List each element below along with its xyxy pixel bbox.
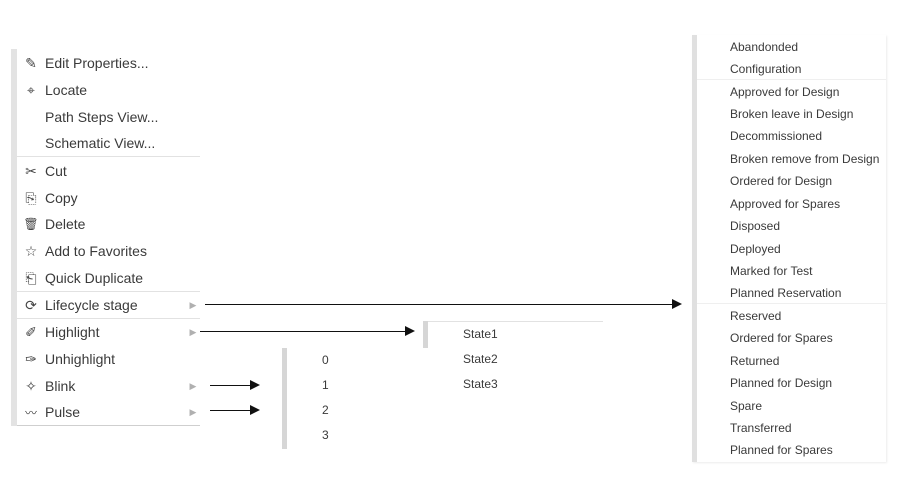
lifecycle-option[interactable]: Abandonded <box>730 40 799 54</box>
lifecycle-option[interactable]: Approved for Spares <box>730 197 841 211</box>
lifecycle-connector-arrow <box>205 299 682 309</box>
cycle-icon: ⟳ <box>25 296 37 313</box>
menu-item-quick-duplicate[interactable]: ⎗ Quick Duplicate <box>17 265 200 291</box>
trash-icon: 🗑 <box>23 217 39 231</box>
chevron-right-icon: ▶ <box>189 326 197 337</box>
menu-item-blink[interactable]: ✧ Blink ▶ <box>17 373 200 399</box>
chevron-right-icon: ▶ <box>189 406 197 417</box>
highlight-option-state3[interactable]: State3 <box>463 377 498 391</box>
pulse-connector-arrow <box>210 405 260 415</box>
highlighter-icon: ✐ <box>25 323 37 340</box>
menu-item-label: Locate <box>45 82 88 98</box>
lifecycle-option[interactable]: Disposed <box>730 219 781 233</box>
number-option-2[interactable]: 2 <box>322 403 329 417</box>
number-option-3[interactable]: 3 <box>322 428 329 442</box>
menu-item-locate[interactable]: ⌖ Locate <box>17 77 200 103</box>
menu-item-label: Lifecycle stage <box>45 297 138 313</box>
menu-item-label: Cut <box>45 163 67 179</box>
number-option-0[interactable]: 0 <box>322 353 329 367</box>
lifecycle-option[interactable]: Planned for Spares <box>730 443 833 457</box>
menu-separator <box>17 156 200 157</box>
menu-item-delete[interactable]: 🗑 Delete <box>17 211 200 237</box>
menu-item-label: Quick Duplicate <box>45 270 144 286</box>
context-menu: ✎ Edit Properties... ⌖ Locate Path Steps… <box>11 49 200 426</box>
submenu-edge <box>282 348 287 449</box>
number-option-1[interactable]: 1 <box>322 378 329 392</box>
highlight-submenu: State1 State2 State3 <box>423 321 603 396</box>
menu-item-copy[interactable]: ⎘ Copy <box>17 185 200 211</box>
lifecycle-option[interactable]: Ordered for Design <box>730 174 833 188</box>
menu-item-edit-properties[interactable]: ✎ Edit Properties... <box>17 50 200 76</box>
lifecycle-option[interactable]: Marked for Test <box>730 264 813 278</box>
menu-bottom-border <box>17 425 200 426</box>
menu-item-path-steps-view[interactable]: Path Steps View... <box>17 104 200 130</box>
pulse-icon: 〰 <box>24 405 37 420</box>
menu-separator <box>17 318 200 319</box>
lifecycle-option[interactable]: Broken leave in Design <box>730 107 854 121</box>
menu-item-label: Schematic View... <box>45 135 156 151</box>
menu-item-pulse[interactable]: 〰 Pulse ▶ <box>17 399 200 425</box>
menu-item-label: Copy <box>45 190 78 206</box>
lifecycle-option[interactable]: Deployed <box>730 242 781 256</box>
highlight-connector-arrow <box>200 326 415 336</box>
lifecycle-option[interactable]: Transferred <box>730 421 792 435</box>
menu-item-label: Delete <box>45 216 86 232</box>
lifecycle-submenu: Abandonded Configuration Approved for De… <box>692 35 886 462</box>
submenu-top-border <box>428 321 603 322</box>
highlight-option-state2[interactable]: State2 <box>463 352 498 366</box>
menu-item-cut[interactable]: ✂ Cut <box>17 158 200 184</box>
menu-item-label: Pulse <box>45 404 81 420</box>
blink-connector-arrow <box>210 380 260 390</box>
menu-item-highlight[interactable]: ✐ Highlight ▶ <box>17 319 200 345</box>
scissors-icon: ✂ <box>25 162 37 179</box>
menu-item-label: Add to Favorites <box>45 243 147 259</box>
chevron-right-icon: ▶ <box>189 299 197 310</box>
chevron-right-icon: ▶ <box>189 380 197 391</box>
lifecycle-option[interactable]: Configuration <box>697 58 886 80</box>
menu-item-add-to-favorites[interactable]: ☆ Add to Favorites <box>17 238 200 264</box>
menu-item-label: Blink <box>45 378 76 394</box>
menu-item-label: Highlight <box>45 324 100 340</box>
submenu-edge <box>423 321 428 348</box>
menu-separator <box>17 291 200 292</box>
menu-item-lifecycle-stage[interactable]: ⟳ Lifecycle stage ▶ <box>17 292 200 318</box>
pencil-icon: ✎ <box>25 54 37 71</box>
copy-icon: ⎘ <box>25 189 37 206</box>
unhighlight-icon: ✑ <box>25 350 37 367</box>
lifecycle-option[interactable]: Decommissioned <box>730 129 823 143</box>
lifecycle-option[interactable]: Spare <box>730 399 763 413</box>
menu-item-label: Path Steps View... <box>45 109 159 125</box>
lifecycle-option[interactable]: Broken remove from Design <box>730 152 880 166</box>
menu-item-unhighlight[interactable]: ✑ Unhighlight <box>17 346 200 372</box>
menu-item-schematic-view[interactable]: Schematic View... <box>17 130 200 156</box>
lifecycle-option[interactable]: Planned for Design <box>730 376 833 390</box>
sparkle-icon: ✧ <box>25 377 37 394</box>
highlight-option-state1[interactable]: State1 <box>463 327 498 341</box>
lifecycle-option[interactable]: Ordered for Spares <box>730 331 833 345</box>
duplicate-icon: ⎗ <box>25 269 37 286</box>
crosshair-icon: ⌖ <box>27 81 35 98</box>
number-submenu: 0 1 2 3 <box>282 348 352 449</box>
star-icon: ☆ <box>24 242 38 259</box>
menu-item-label: Edit Properties... <box>45 55 149 71</box>
lifecycle-option[interactable]: Reserved <box>730 309 782 323</box>
lifecycle-option[interactable]: Approved for Design <box>730 85 840 99</box>
menu-item-label: Unhighlight <box>45 351 116 367</box>
lifecycle-option[interactable]: Returned <box>730 354 780 368</box>
lifecycle-option[interactable]: Planned Reservation <box>697 282 886 304</box>
